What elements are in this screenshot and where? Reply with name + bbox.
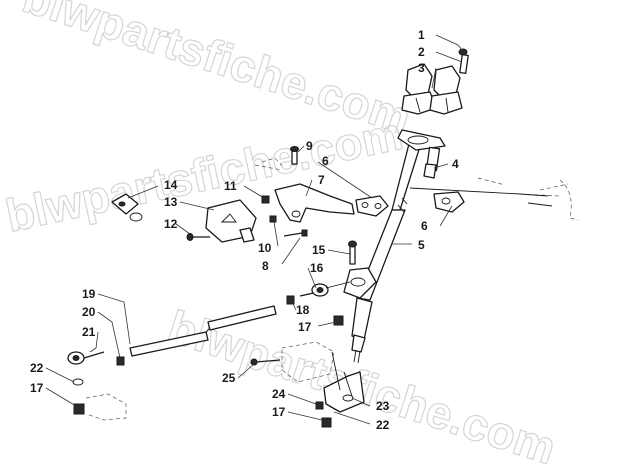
jam-nut-upper bbox=[286, 295, 295, 305]
upper-mount-plate bbox=[397, 129, 446, 179]
spacer-washer bbox=[315, 401, 324, 410]
callout-labels: 1 2 3 4 5 6 6 7 8 9 10 11 12 13 14 15 16… bbox=[30, 28, 459, 432]
callout-1: 1 bbox=[418, 28, 425, 42]
callout-20: 20 bbox=[82, 305, 96, 319]
throttle-housing bbox=[205, 199, 257, 243]
post-bolt bbox=[348, 240, 357, 265]
callout-24: 24 bbox=[272, 387, 286, 401]
tie-rod-end-lower bbox=[67, 351, 105, 365]
bracket-screw bbox=[290, 146, 299, 165]
jam-nut-lower bbox=[116, 356, 125, 366]
hex-nut bbox=[261, 195, 270, 204]
callout-21: 21 bbox=[82, 325, 96, 339]
callout-19: 19 bbox=[82, 287, 96, 301]
washer-left bbox=[72, 378, 84, 386]
callout-22-right: 22 bbox=[376, 418, 390, 432]
handlebar-block-right bbox=[433, 191, 465, 213]
watermark-middle: blwpartsfiche.com bbox=[1, 107, 407, 242]
spindle-arm-left bbox=[85, 393, 127, 421]
callout-25: 25 bbox=[222, 371, 236, 385]
callout-7: 7 bbox=[318, 173, 325, 187]
housing-cover bbox=[111, 193, 143, 222]
lower-bracket bbox=[323, 351, 365, 413]
callout-5: 5 bbox=[418, 238, 425, 252]
leader-lines bbox=[45, 34, 463, 425]
callout-2: 2 bbox=[418, 45, 425, 59]
lock-nut-left bbox=[73, 403, 85, 415]
handlebar-block-left bbox=[355, 195, 389, 217]
steering-bracket bbox=[254, 157, 355, 223]
callout-10: 10 bbox=[258, 241, 272, 255]
callout-15: 15 bbox=[312, 243, 326, 257]
callout-18: 18 bbox=[296, 303, 310, 317]
callout-4: 4 bbox=[452, 157, 459, 171]
tie-rod-end-upper bbox=[299, 281, 351, 297]
steering-post bbox=[351, 139, 423, 364]
steering-arm bbox=[343, 267, 377, 299]
callout-13: 13 bbox=[164, 195, 178, 209]
callout-22-left: 22 bbox=[30, 361, 44, 375]
callout-14: 14 bbox=[164, 178, 178, 192]
bearing-block bbox=[281, 341, 335, 383]
callout-17-left: 17 bbox=[30, 381, 44, 395]
callout-12: 12 bbox=[164, 217, 178, 231]
callout-6-left: 6 bbox=[322, 154, 329, 168]
tie-rod bbox=[129, 305, 277, 357]
handlebar-right-end bbox=[477, 177, 579, 221]
callout-6-right: 6 bbox=[421, 219, 428, 233]
callout-17-bottom: 17 bbox=[272, 405, 286, 419]
lock-nut-bottom bbox=[321, 417, 332, 428]
callout-3: 3 bbox=[418, 61, 425, 75]
callout-9: 9 bbox=[306, 139, 313, 153]
bearing-screw bbox=[250, 358, 281, 366]
callout-17-upper: 17 bbox=[298, 320, 312, 334]
cap-screw bbox=[458, 48, 469, 74]
adjuster-screw bbox=[283, 229, 308, 237]
callout-11: 11 bbox=[224, 179, 237, 193]
callout-8: 8 bbox=[262, 259, 269, 273]
lock-nut bbox=[269, 215, 277, 223]
callout-23: 23 bbox=[376, 399, 390, 413]
callout-16: 16 bbox=[310, 261, 324, 275]
housing-screw bbox=[186, 233, 210, 241]
lock-nut-upper bbox=[333, 315, 344, 326]
handlebar-clamp-caps bbox=[401, 63, 463, 115]
